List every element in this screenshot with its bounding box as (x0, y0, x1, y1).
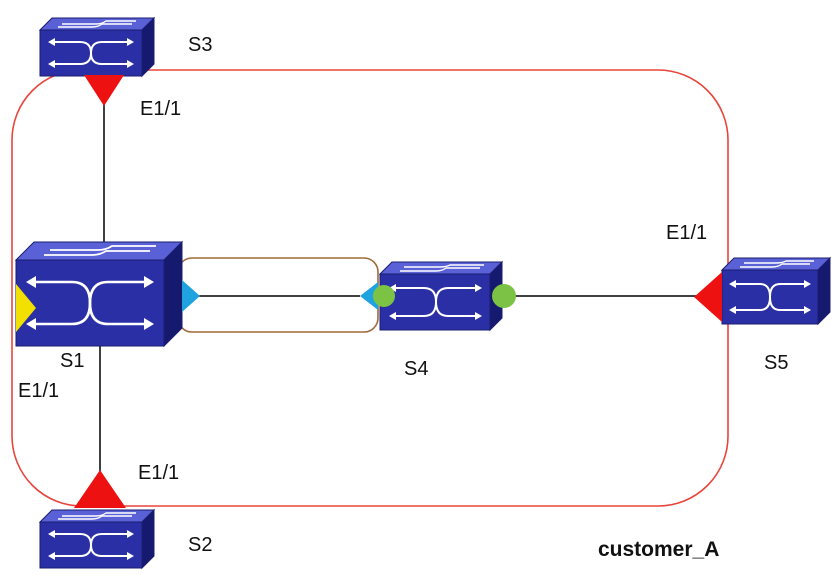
port-label-s1: E1/1 (18, 380, 60, 402)
switch-s1-icon (14, 240, 184, 348)
switch-label-s3: S3 (188, 34, 213, 56)
switch-label-s2: S2 (188, 534, 213, 556)
s4-blue-triangle-marker (360, 282, 378, 310)
switch-s2-icon (38, 508, 156, 570)
link-aggregation-box (177, 257, 379, 333)
s4-left-green-circle-marker (373, 285, 395, 307)
s4-right-green-circle-marker (492, 284, 516, 308)
switch-s5-icon (720, 256, 832, 326)
s1-yellow-triangle-marker (16, 284, 36, 332)
s3-red-triangle-marker (84, 75, 124, 106)
switch-label-s1: S1 (60, 350, 85, 372)
switch-s3-icon (38, 16, 156, 78)
port-label-s2: E1/1 (138, 462, 180, 484)
switch-s4-icon (378, 260, 504, 332)
port-label-s3: E1/1 (140, 98, 182, 120)
switch-label-s4: S4 (404, 358, 429, 380)
s5-red-triangle-marker (694, 272, 722, 322)
s1-blue-triangle-marker (182, 280, 200, 312)
ring-name-label: customer_A (598, 538, 720, 561)
switch-label-s5: S5 (764, 352, 789, 374)
s2-red-triangle-marker (74, 470, 126, 508)
port-label-s5: E1/1 (666, 222, 708, 244)
